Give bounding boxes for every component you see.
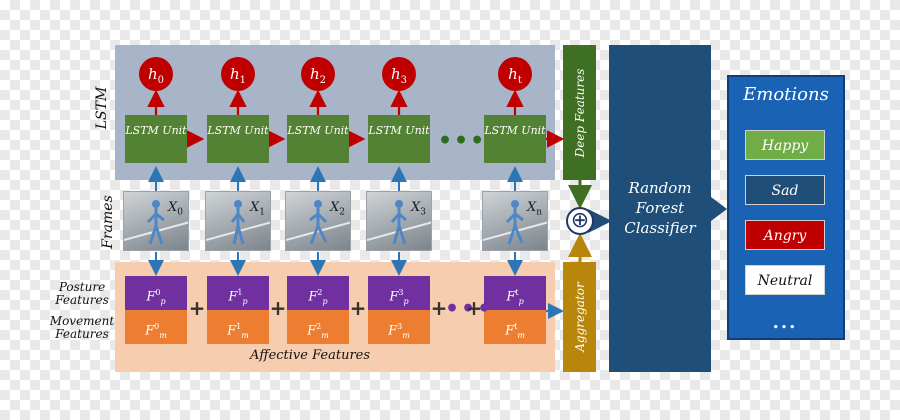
walking-figure-icon bbox=[124, 200, 188, 245]
movement-feature-block: F0m bbox=[125, 310, 187, 344]
arrow-classifier-to-emotions bbox=[711, 197, 727, 221]
posture-features-label: Posture Features bbox=[55, 280, 109, 307]
walking-figure-icon bbox=[367, 200, 431, 245]
lstm-continuation-dots: ••• bbox=[438, 128, 487, 154]
movement-features-label: Movement Features bbox=[49, 314, 115, 341]
posture-feature-block: F3p bbox=[368, 276, 430, 310]
posture-feature-block: Ftp bbox=[484, 276, 546, 310]
movement-feature-block: F1m bbox=[207, 310, 269, 344]
walking-figure-icon bbox=[206, 200, 270, 245]
plus-sign: + bbox=[430, 296, 448, 320]
emotions-panel bbox=[727, 75, 845, 340]
lstm-unit: LSTM Unit bbox=[368, 115, 430, 163]
frame-thumbnail: X2 bbox=[285, 191, 351, 251]
emotion-neutral: Neutral bbox=[745, 265, 825, 295]
hidden-state-node: ht bbox=[498, 57, 532, 91]
lstm-unit: LSTM Unit bbox=[125, 115, 187, 163]
frame-thumbnail: X3 bbox=[366, 191, 432, 251]
posture-feature-block: F1p bbox=[207, 276, 269, 310]
frame-thumbnail: X1 bbox=[205, 191, 271, 251]
frame-thumbnail: Xn bbox=[482, 191, 548, 251]
emotions-title: Emotions bbox=[743, 84, 829, 105]
emotion-sad: Sad bbox=[745, 175, 825, 205]
lstm-unit: LSTM Unit bbox=[287, 115, 349, 163]
feature-continuation-dots: ••• bbox=[445, 296, 494, 322]
walking-figure-icon bbox=[483, 200, 547, 245]
deep-features-box: Deep Features bbox=[563, 45, 596, 180]
hidden-state-node: h2 bbox=[301, 57, 335, 91]
walking-figure-icon bbox=[286, 200, 350, 245]
movement-feature-block: F2m bbox=[287, 310, 349, 344]
affective-features-caption: Affective Features bbox=[249, 348, 371, 363]
movement-feature-block: F3m bbox=[368, 310, 430, 344]
emotions-more-dots: ... bbox=[772, 312, 798, 333]
plus-sign: + bbox=[269, 296, 287, 320]
plus-sign: + bbox=[349, 296, 367, 320]
plus-sign: + bbox=[465, 296, 483, 320]
lstm-unit: LSTM Unit bbox=[484, 115, 546, 163]
frame-thumbnail: X0 bbox=[123, 191, 189, 251]
hidden-state-node: h0 bbox=[139, 57, 173, 91]
hidden-state-node: h3 bbox=[382, 57, 416, 91]
hidden-state-node: h1 bbox=[221, 57, 255, 91]
emotion-angry: Angry bbox=[745, 220, 825, 250]
lstm-unit: LSTM Unit bbox=[207, 115, 269, 163]
plus-sign: + bbox=[188, 296, 206, 320]
emotion-happy: Happy bbox=[745, 130, 825, 160]
movement-feature-block: Ftm bbox=[484, 310, 546, 344]
aggregator-box: Aggregator bbox=[563, 262, 596, 372]
random-forest-classifier-box: Random Forest Classifier bbox=[609, 45, 711, 372]
posture-feature-block: F0p bbox=[125, 276, 187, 310]
posture-feature-block: F2p bbox=[287, 276, 349, 310]
fusion-oplus-icon: ⊕ bbox=[566, 207, 594, 235]
